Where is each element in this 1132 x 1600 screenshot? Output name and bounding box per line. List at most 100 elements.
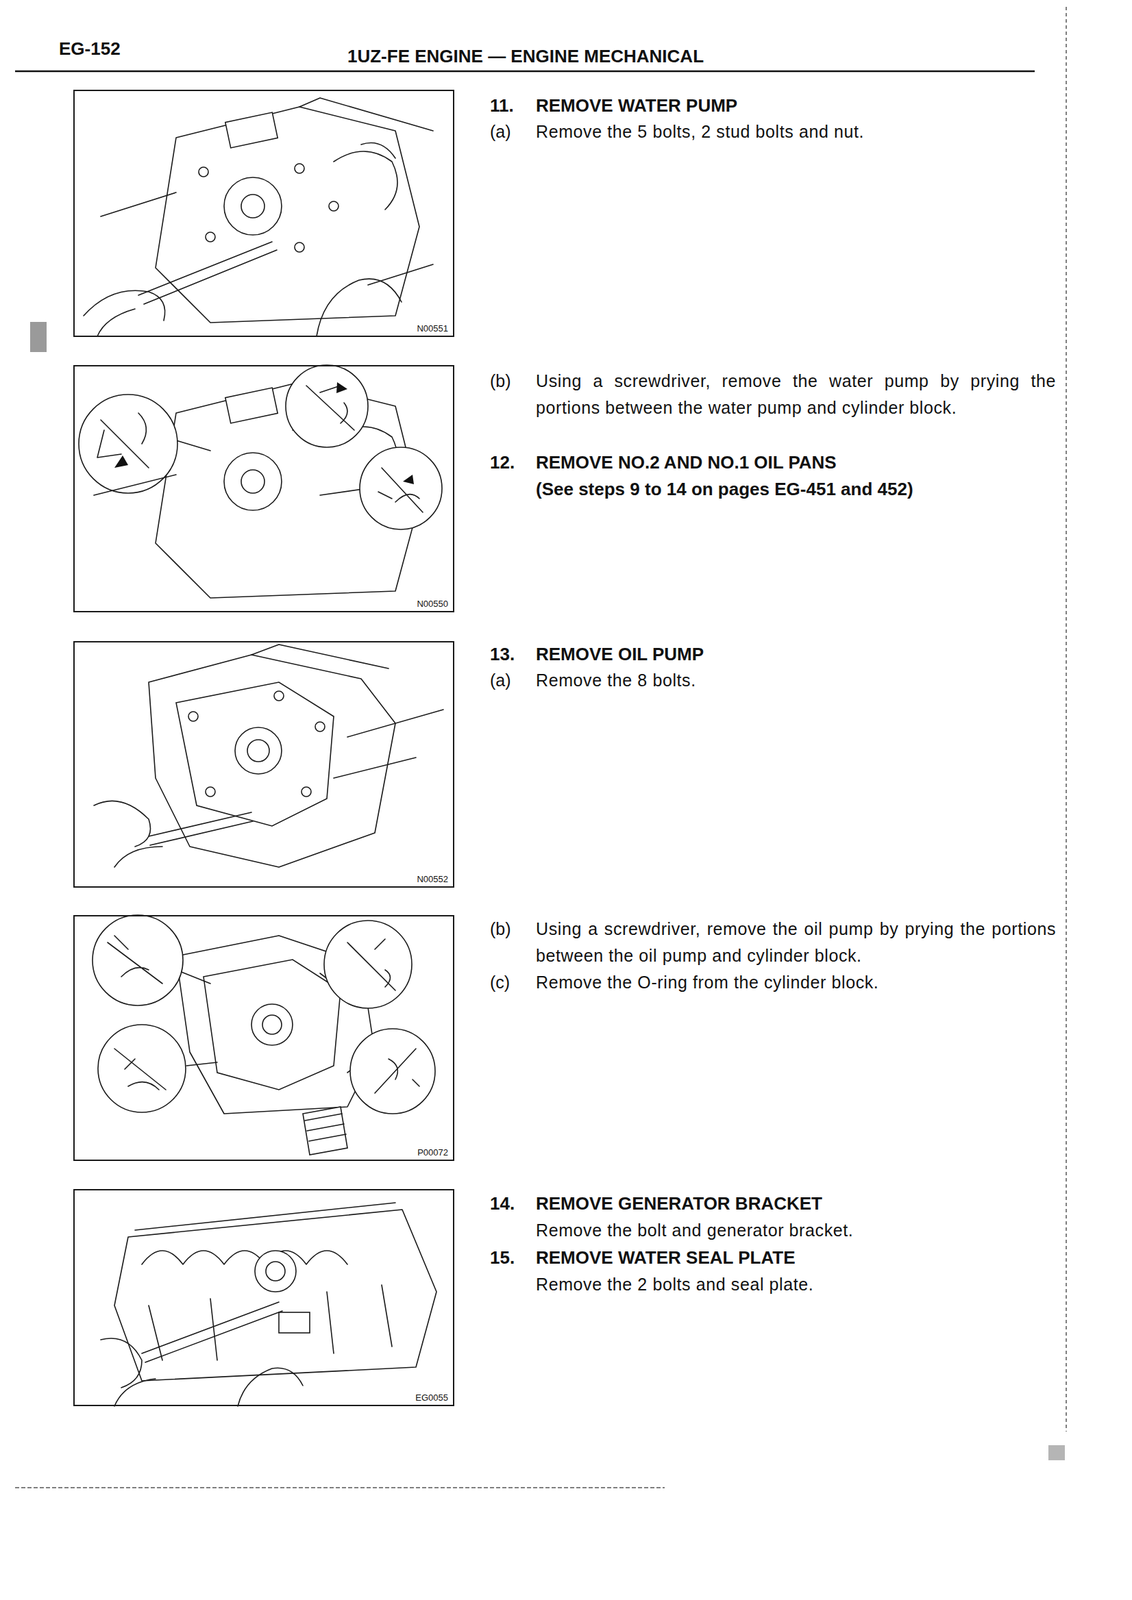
engine-block-underside-illustration	[100, 1203, 437, 1407]
step-number: (c)	[489, 969, 510, 997]
hand	[83, 290, 166, 337]
bolt	[188, 711, 199, 722]
block-ribs	[148, 1285, 392, 1361]
bolt	[274, 691, 284, 701]
figure-frame: N00550	[73, 365, 455, 613]
bolt	[205, 787, 216, 797]
step-text: Remove the O-ring from the cylinder bloc…	[535, 969, 1056, 997]
header-rule	[15, 70, 1035, 73]
engine-block	[155, 106, 420, 323]
step-number: 13.	[489, 641, 515, 669]
page-number: EG-152	[58, 35, 121, 63]
crank-seal	[251, 1004, 293, 1046]
screwdriver-detail	[107, 936, 163, 984]
cylinder-bank	[299, 97, 434, 210]
crank-seal	[235, 727, 282, 775]
hand	[316, 278, 402, 337]
bolt	[205, 232, 216, 242]
step-number: 11.	[489, 92, 514, 120]
figure-code: N00552	[415, 874, 449, 885]
screwdriver-detail	[97, 413, 149, 469]
step-heading: REMOVE NO.2 AND NO.1 OIL PANS	[535, 449, 1056, 477]
arrow-mark	[336, 382, 348, 394]
detail-circle	[97, 1025, 186, 1113]
detail-circle	[92, 915, 183, 1006]
water-seal-plate	[254, 1251, 297, 1293]
figure-frame: N00551	[73, 89, 455, 338]
figure-frame: N00552	[73, 641, 455, 889]
oil-pump-body	[203, 960, 341, 1091]
step-heading: REMOVE GENERATOR BRACKET	[535, 1190, 1056, 1218]
crank-bore	[262, 1015, 282, 1035]
detail-circle	[285, 365, 368, 448]
engine-block	[114, 1210, 437, 1382]
step-text: Using a screwdriver, remove the oil pump…	[535, 916, 1056, 970]
step-text: Remove the 8 bolts.	[535, 667, 1056, 695]
water-pump-prying-illustration	[78, 365, 442, 599]
step-heading: (See steps 9 to 14 on pages EG-451 and 4…	[535, 476, 1056, 503]
detail-circle	[350, 1029, 436, 1115]
figure-code: N00550	[415, 598, 449, 610]
corner-shade	[1048, 1445, 1065, 1461]
figure-code: N00551	[415, 323, 449, 334]
step-heading: REMOVE WATER SEAL PLATE	[535, 1245, 1056, 1272]
step-text: Remove the 2 bolts and seal plate.	[535, 1271, 1056, 1299]
water-pump-pulley	[224, 177, 282, 236]
oil-pump-prying-illustration	[92, 915, 436, 1156]
bolt	[315, 722, 325, 732]
margin-line	[1065, 6, 1067, 1433]
bolt	[328, 201, 339, 212]
hand	[237, 1368, 303, 1407]
step-number: 12.	[489, 449, 515, 477]
wrench	[138, 241, 277, 305]
screwdriver-detail	[374, 1049, 420, 1094]
footer-rule	[15, 1487, 665, 1490]
seal-plate-bore	[265, 1262, 286, 1282]
section-tab	[30, 322, 47, 353]
detail-circle	[359, 447, 442, 530]
step-number: (b)	[489, 916, 512, 943]
water-pump-pulley	[224, 452, 282, 511]
figure-code: EG0055	[414, 1393, 449, 1404]
generator-bracket	[278, 1312, 310, 1334]
oil-pump-illustration	[93, 644, 444, 868]
bolt	[294, 163, 305, 174]
step-text: Remove the bolt and generator bracket.	[535, 1217, 1056, 1245]
oil-filter	[302, 1107, 348, 1156]
screwdriver-detail	[378, 468, 423, 513]
bolt	[294, 242, 305, 253]
wrench	[141, 1302, 283, 1363]
step-heading: REMOVE WATER PUMP	[535, 92, 1056, 120]
screwdriver-detail	[114, 1049, 166, 1091]
step-heading: REMOVE OIL PUMP	[535, 641, 1056, 669]
screwdriver-detail	[347, 939, 396, 991]
water-inlet	[225, 387, 278, 424]
water-inlet	[225, 112, 278, 149]
engine-block	[148, 655, 396, 868]
stud-bolt	[93, 474, 177, 496]
arrow-mark	[402, 474, 414, 485]
crank-bore	[247, 740, 270, 762]
screwdriver-detail	[306, 385, 355, 431]
oil-pump-body	[176, 682, 334, 827]
step-text: Remove the 5 bolts, 2 stud bolts and nut…	[535, 118, 1056, 146]
bolt	[301, 787, 312, 797]
step-number: (a)	[489, 118, 512, 146]
filter-ribs	[304, 1114, 347, 1142]
water-pump-illustration	[83, 97, 434, 337]
bolt	[198, 167, 209, 177]
pump-hub	[241, 194, 265, 218]
stud-bolt	[100, 192, 434, 286]
page-title: 1UZ-FE ENGINE — ENGINE MECHANICAL	[347, 45, 704, 68]
figure-frame: EG0055	[73, 1189, 455, 1407]
wrench	[148, 812, 253, 846]
hand	[93, 801, 163, 868]
hand	[100, 1338, 156, 1407]
pump-hub	[241, 470, 265, 494]
step-number: 14.	[489, 1190, 515, 1218]
arrow-mark	[114, 455, 129, 469]
step-text: Using a screwdriver, remove the water pu…	[535, 367, 1056, 422]
figure-frame: P00072	[73, 915, 455, 1162]
